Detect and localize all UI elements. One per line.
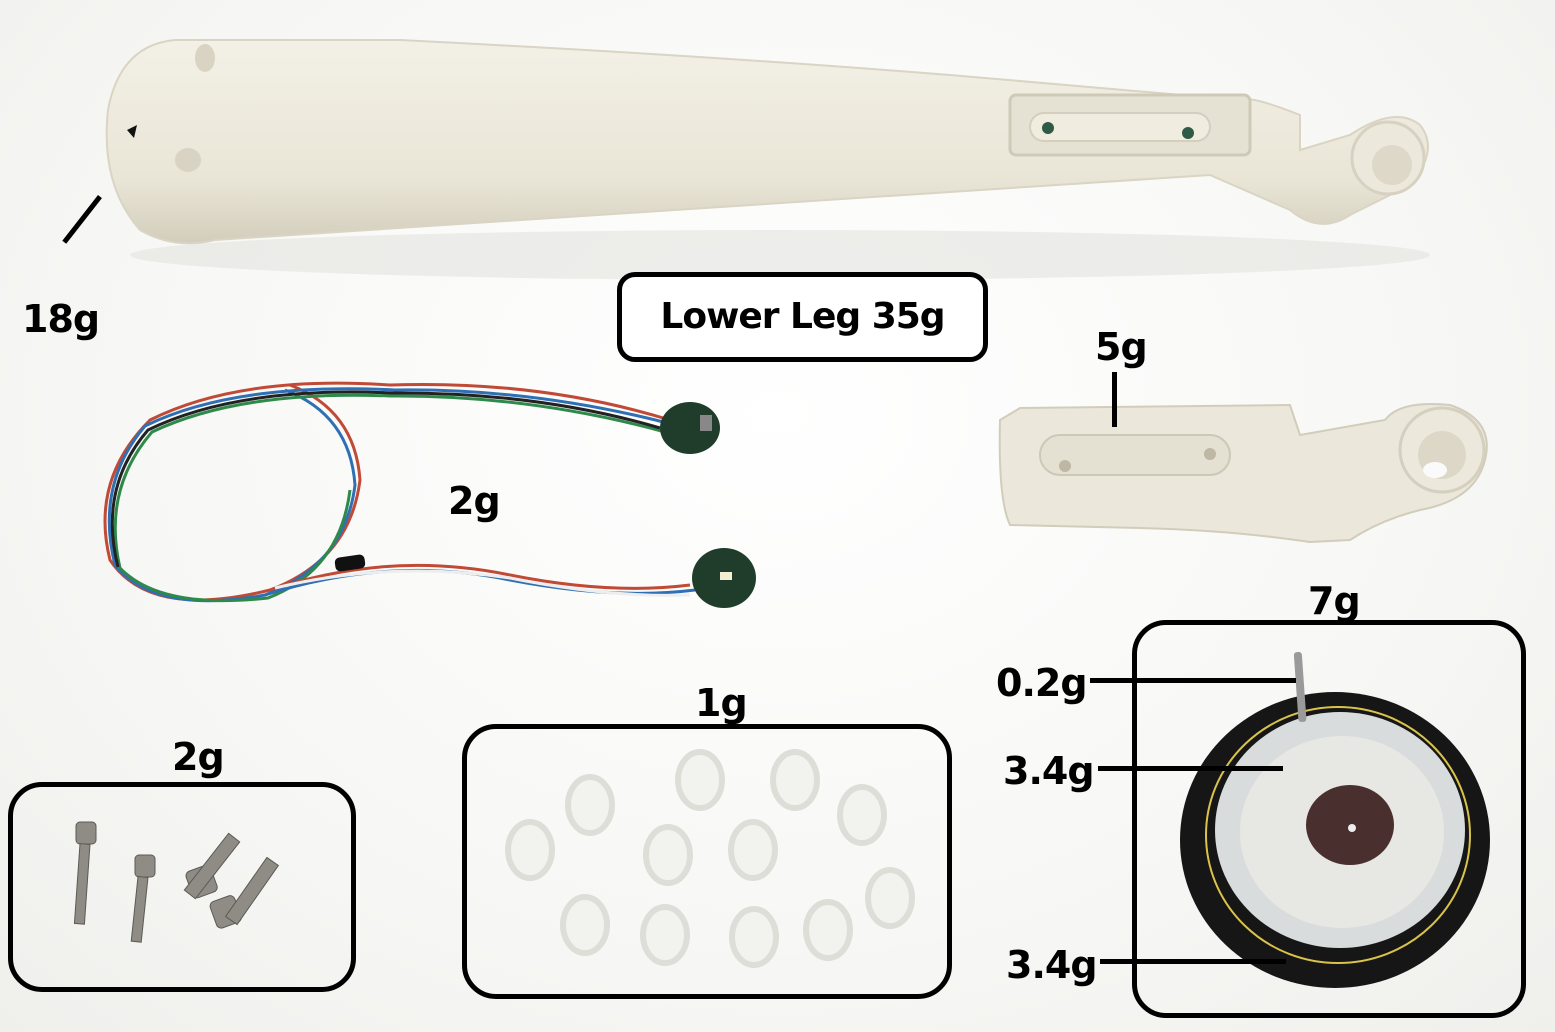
leader-line-outer-tire bbox=[1100, 959, 1286, 964]
label-wheel-assembly-total: 7g bbox=[1308, 579, 1361, 623]
leader-line-5g bbox=[1112, 372, 1117, 427]
lower-leg-body bbox=[105, 39, 1430, 280]
screws bbox=[73, 821, 280, 943]
label-outer-tire: 3.4g bbox=[1006, 943, 1098, 987]
label-lower-leg-body: 18g bbox=[22, 297, 100, 341]
leader-line-inner-hub bbox=[1098, 766, 1283, 771]
washers bbox=[505, 749, 915, 968]
title-box: Lower Leg 35g bbox=[617, 272, 988, 362]
screws-box bbox=[8, 782, 356, 992]
label-cable-assembly: 2g bbox=[448, 479, 501, 523]
label-screws: 2g bbox=[172, 735, 225, 779]
label-inner-hub: 3.4g bbox=[1003, 749, 1095, 793]
title-text: Lower Leg 35g bbox=[660, 296, 945, 337]
washers-box bbox=[462, 724, 952, 999]
label-foot-bracket: 5g bbox=[1095, 325, 1148, 369]
leader-line-pin bbox=[1090, 678, 1296, 683]
wheel-assembly bbox=[1180, 652, 1490, 988]
cable-assembly bbox=[103, 381, 756, 608]
label-pin: 0.2g bbox=[996, 661, 1088, 705]
wheel-assembly-box bbox=[1132, 620, 1526, 1018]
foot-bracket bbox=[998, 403, 1488, 544]
label-washers: 1g bbox=[695, 681, 748, 725]
